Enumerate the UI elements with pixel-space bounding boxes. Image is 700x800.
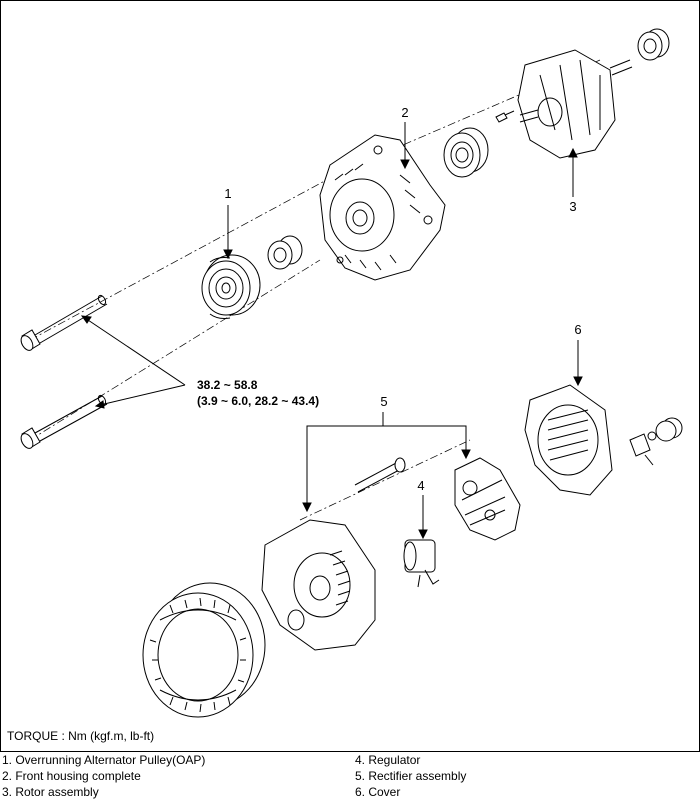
- legend-item: 2. Front housing complete: [2, 769, 141, 783]
- rear-bolt: [354, 457, 406, 493]
- legend-item: 5. Rectifier assembly: [355, 769, 467, 783]
- legend-item: 6. Cover: [355, 785, 401, 799]
- callout-3: 3: [569, 199, 576, 214]
- callout-4: 4: [417, 478, 424, 493]
- rear-housing: [261, 519, 376, 651]
- rotor-assembly: [517, 49, 633, 159]
- rear-cover: [524, 384, 613, 496]
- overrunning-alternator-pulley: [201, 254, 261, 319]
- leader-arrows: [80, 122, 583, 540]
- rotor-screw: [495, 110, 515, 123]
- alternator-exploded-view: 1 2 3 4 5 6 38.2 ~ 58.8 (3.9 ~ 6.0, 28.2…: [20, 28, 683, 718]
- through-bolt-lower: [20, 394, 108, 449]
- legend-column-left: 1. Overrunning Alternator Pulley(OAP) 2.…: [2, 752, 205, 800]
- callout-6: 6: [574, 322, 581, 337]
- stator: [142, 582, 266, 718]
- front-bearing: [443, 127, 489, 178]
- regulator: [403, 539, 440, 588]
- assembly-centerlines: [29, 59, 601, 521]
- callout-5: 5: [380, 394, 387, 409]
- through-bolt-upper: [20, 294, 108, 351]
- terminal-parts: [629, 417, 683, 466]
- rectifier-assembly: [454, 457, 521, 541]
- callout-2: 2: [401, 105, 408, 120]
- torque-value-nm: 38.2 ~ 58.8: [197, 378, 258, 392]
- torque-value-alt-units: (3.9 ~ 6.0, 28.2 ~ 43.4): [197, 394, 319, 408]
- legend-item: 3. Rotor assembly: [2, 785, 99, 799]
- legend-column-right: 4. Regulator 5. Rectifier assembly 6. Co…: [355, 752, 466, 800]
- torque-units-note: TORQUE : Nm (kgf.m, lb-ft): [7, 729, 155, 743]
- legend-item: 1. Overrunning Alternator Pulley(OAP): [2, 753, 206, 767]
- legend-item: 4. Regulator: [355, 753, 421, 767]
- front-housing: [319, 134, 446, 281]
- rear-bearing: [637, 28, 670, 61]
- callout-1: 1: [224, 186, 231, 201]
- pulley-spacer: [267, 235, 303, 270]
